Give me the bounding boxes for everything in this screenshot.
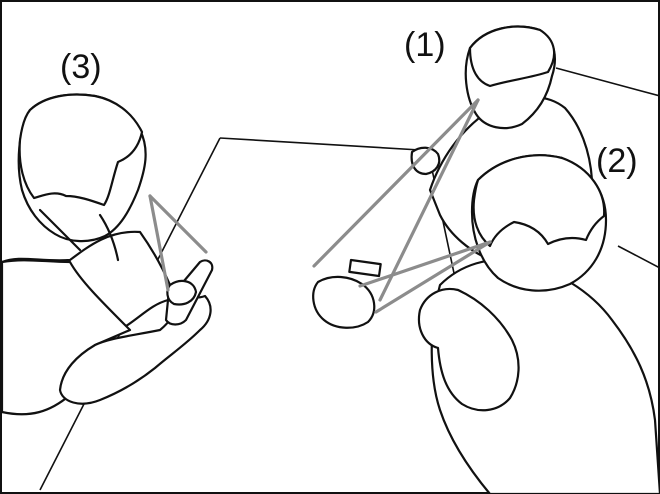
gaze-3-to-phone-a [148,194,208,254]
single-card [348,258,382,278]
gaze-lines [148,98,492,314]
person-2-arm [436,288,520,412]
person-3-jacket [0,259,132,416]
pointer-line-2 [617,245,660,269]
person-3-hand [166,279,198,306]
gaze-2-to-cards [358,240,492,288]
gaze-1-to-cards [312,98,480,268]
gaze-1-to-pile [378,98,480,302]
label-person-2: (2) [596,142,638,180]
card-pile [312,275,376,329]
gaze-2-to-pile [374,240,492,314]
table-back-edge [219,137,421,151]
person-2 [417,154,660,494]
person-3-hair [18,93,144,207]
person-1-hair [468,25,556,88]
person-3-collar [38,208,120,262]
gaze-3-to-phone-b [148,194,170,292]
person-3 [0,93,214,416]
table-cards [312,258,382,329]
person-2-hair [472,154,606,248]
person-1-hand [410,146,441,176]
label-person-1: (1) [404,26,446,64]
label-person-3: (3) [60,48,102,86]
pointer-line-1 [555,67,660,97]
